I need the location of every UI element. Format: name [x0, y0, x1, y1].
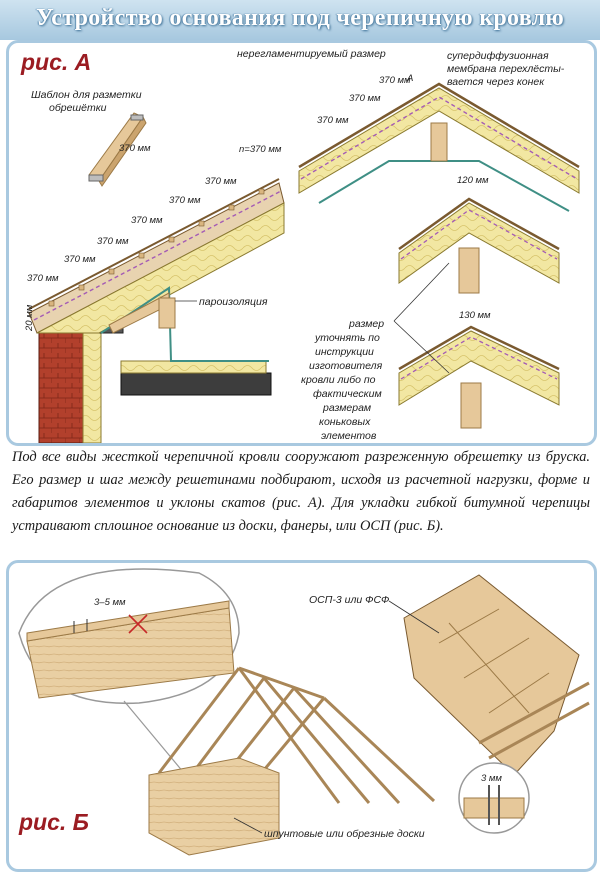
dim-130: 130 мм — [459, 310, 491, 321]
description-text: Под все виды жесткой черепичной кровли с… — [12, 449, 590, 534]
template-label-line1: Шаблон для разметки — [31, 89, 142, 101]
dim-ridge-1: 370 мм — [379, 75, 411, 86]
osb-sheathing: ОСП-3 или ФСФ — [309, 574, 590, 776]
main-slope-dims: 370 мм 370 мм 370 мм 370 мм 370 мм 370 м… — [24, 144, 282, 332]
dim-a: A — [406, 73, 413, 84]
gap-detail-circle: 3 мм — [458, 762, 530, 834]
figure-b-label: рис. Б — [19, 809, 89, 835]
note-line-7: размерам — [322, 402, 371, 414]
figure-b-diagram: 3–5 мм — [18, 568, 590, 856]
header-bar: Устройство основания под черепичную кров… — [0, 0, 600, 40]
note-line-6: фактическим — [313, 388, 382, 400]
main-roof-slope — [28, 178, 285, 362]
board-sheathing — [148, 757, 280, 856]
dim-unregulated: нерегламентируемый размер — [237, 48, 386, 60]
dim-left-1: 370 мм — [27, 273, 59, 284]
dim-left-5: 370 мм — [169, 195, 201, 206]
ridge-middle: 120 мм — [398, 175, 560, 294]
ridge-top: нерегламентируемый размер A супердиффузи… — [237, 48, 580, 212]
ridge-bottom: 130 мм — [398, 310, 560, 429]
membrane-label-2: мембрана перехлёсты- — [447, 63, 565, 75]
note-line-2: уточнять по — [314, 332, 380, 344]
membrane-label-1: супердиффузионная — [447, 50, 549, 62]
dim-n: n=370 мм — [239, 144, 282, 155]
template-label-line2: обрешётки — [49, 102, 107, 114]
dim-left-4: 370 мм — [131, 215, 163, 226]
note-line-9: элементов — [321, 430, 377, 442]
boards-label: шпунтовые или обрезные доски — [264, 828, 425, 840]
note-line-4: изготовителя — [309, 360, 383, 372]
template-dim: 370 мм — [119, 143, 151, 154]
figure-b-panel: 3–5 мм — [6, 560, 597, 872]
figure-a-label: рис. А — [21, 49, 92, 75]
figure-a-diagram: Шаблон для разметки обрешётки 370 мм — [24, 48, 580, 443]
note-block: размер уточнять по инструкции изготовите… — [301, 262, 450, 442]
figure-a-panel: рис. А — [6, 40, 597, 446]
dim-120: 120 мм — [457, 175, 489, 186]
dim-ridge-3: 370 мм — [317, 115, 349, 126]
gap-label: 3–5 мм — [94, 597, 126, 608]
note-line-8: коньковых — [319, 416, 371, 428]
dim-ridge-2: 370 мм — [349, 93, 381, 104]
dim-left-3: 370 мм — [97, 236, 129, 247]
dim-vertical-20: 20 мм — [24, 304, 35, 332]
board-detail-circle: 3–5 мм — [18, 568, 240, 774]
osb-label: ОСП-3 или ФСФ — [309, 594, 389, 606]
note-line-1: размер — [348, 318, 384, 330]
dim-left-6: 370 мм — [205, 176, 237, 187]
dim-left-2: 370 мм — [64, 254, 96, 265]
vapor-barrier-label: пароизоляция — [199, 296, 268, 308]
marking-template: Шаблон для разметки обрешётки 370 мм — [31, 89, 151, 187]
membrane-label-3: вается через конек — [447, 76, 545, 88]
note-line-5: кровли либо по — [301, 374, 376, 386]
note-line-3: инструкции — [315, 346, 374, 358]
page-title: Устройство основания под черепичную кров… — [35, 5, 565, 31]
gap3-label: 3 мм — [481, 773, 502, 784]
